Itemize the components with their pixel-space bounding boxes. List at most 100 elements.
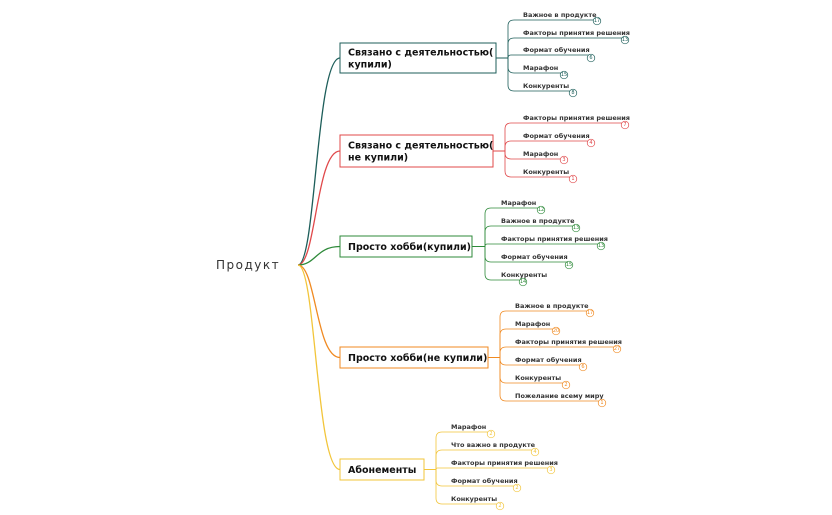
count-badge-label: 3: [549, 467, 552, 473]
leaf-topic-label[interactable]: Факторы принятия решения: [523, 29, 630, 37]
count-badge-label: 1: [600, 400, 603, 406]
count-badge-label: 15: [561, 72, 567, 78]
count-badge-label: 4: [589, 140, 592, 146]
leaf-topic-label[interactable]: Формат обучения: [451, 477, 518, 485]
leaf-topic-label[interactable]: Конкуренты: [451, 495, 497, 503]
leaf-topic-label[interactable]: Факторы принятия решения: [451, 459, 558, 467]
leaf-topic-label[interactable]: Факторы принятия решения: [515, 338, 622, 346]
count-badge: [530, 447, 540, 457]
leaf-connector: [484, 243, 602, 247]
count-badge-label: 13: [598, 243, 604, 249]
leaf-connector: [507, 58, 574, 93]
count-badge: [597, 398, 607, 408]
branch-topic[interactable]: Связано с деятельностью(купили): [339, 42, 497, 74]
count-badge: [612, 344, 622, 354]
leaf-connector: [507, 54, 592, 59]
count-badge-label: 8: [571, 90, 574, 96]
branch-topic-box: [339, 42, 497, 74]
leaf-connector: [504, 151, 574, 179]
branch-topic[interactable]: Связано с деятельностью(не купили): [339, 134, 494, 168]
count-badge-label: 20: [553, 328, 559, 334]
leaf-topic-label[interactable]: Марафон: [515, 320, 550, 328]
leaf-topic-label[interactable]: Формат обучения: [523, 46, 590, 54]
count-badge-label: 13: [573, 225, 579, 231]
count-badge: [586, 53, 596, 63]
branch-connector: [297, 57, 341, 266]
count-badge: [551, 326, 561, 336]
leaf-topic-label[interactable]: Факторы принятия решения: [523, 114, 630, 122]
count-badge: [592, 16, 602, 26]
leaf-topic-label[interactable]: Важное в продукте: [515, 302, 589, 310]
leaf-topic-label[interactable]: Конкуренты: [523, 168, 569, 176]
leaf-connector: [499, 346, 618, 358]
count-badge-label: 6: [581, 364, 584, 370]
branch-topic-label: Связано с деятельностью(: [348, 48, 493, 59]
count-badge: [536, 205, 546, 215]
branch-topic[interactable]: Абонементы: [339, 458, 425, 481]
leaf-topic-label[interactable]: Марафон: [501, 199, 536, 207]
branch-connector: [297, 264, 341, 471]
branch-topic-label: Просто хобби(купили): [348, 242, 471, 253]
count-badge: [559, 70, 569, 80]
leaf-connector: [435, 467, 552, 470]
leaf-topic-label[interactable]: Формат обучения: [523, 132, 590, 140]
topic-nodes: Связано с деятельностью(купили) Важное в …: [339, 11, 630, 511]
leaf-topic-label[interactable]: Конкуренты: [515, 374, 561, 382]
count-badge: [564, 260, 574, 270]
count-badge: [620, 120, 630, 130]
branch-topic-box: [339, 134, 494, 168]
branch-topic-box: [339, 235, 473, 258]
count-badge: [486, 429, 496, 439]
count-badge: [518, 277, 528, 287]
count-badge-label: 15: [566, 262, 572, 268]
leaf-connector: [504, 140, 592, 151]
count-badge: [568, 88, 578, 98]
leaf-topic-label[interactable]: Формат обучения: [515, 356, 582, 364]
leaf-topic-label[interactable]: Конкуренты: [523, 82, 569, 90]
branch-topic-label: Просто хобби(не купили): [348, 353, 487, 364]
leaf-connector: [499, 310, 591, 358]
branch-topic-box: [339, 458, 425, 481]
count-badge: [578, 362, 588, 372]
leaf-topic-label[interactable]: Что важно в продукте: [451, 441, 536, 449]
branch-topic[interactable]: Просто хобби(купили): [339, 235, 473, 258]
leaf-topic-label[interactable]: Важное в продукте: [523, 11, 597, 19]
leaf-topic-label[interactable]: Конкуренты: [501, 271, 547, 279]
leaf-connector: [435, 431, 492, 470]
branch-topic-label: не купили): [348, 153, 408, 164]
count-badge-label: 17: [594, 18, 600, 24]
count-badge-label: 2: [498, 503, 501, 509]
leaf-connector: [484, 246, 524, 282]
leaf-connector: [507, 37, 626, 58]
count-badge-label: 6: [589, 55, 592, 61]
count-badge-label: 1: [571, 176, 574, 182]
count-badge-label: 7: [623, 122, 626, 128]
count-badge: [596, 241, 606, 251]
leaf-connector: [507, 19, 598, 58]
leaf-connector: [499, 357, 603, 403]
leaf-connector: [499, 328, 557, 358]
leaf-topic-label[interactable]: Формат обучения: [501, 253, 568, 261]
root-topic[interactable]: Продукт: [216, 258, 280, 272]
branch-connector: [297, 150, 341, 266]
branch-topic-label: купили): [348, 60, 392, 71]
leaf-topic-label[interactable]: Марафон: [523, 150, 558, 158]
count-badge-label: 2: [515, 485, 518, 491]
count-badge: [568, 174, 578, 184]
count-badge: [546, 465, 556, 475]
count-badge: [495, 501, 505, 511]
connector-lines: [297, 19, 626, 506]
count-badge: [561, 380, 571, 390]
leaf-topic-label[interactable]: Пожелание всему миру: [515, 392, 604, 400]
leaf-connector: [484, 207, 542, 247]
leaf-connector: [435, 449, 536, 470]
count-badge-label: 2: [564, 382, 567, 388]
branch-topic[interactable]: Просто хобби(не купили): [339, 346, 489, 369]
count-badge: [559, 155, 569, 165]
leaf-connector: [484, 225, 577, 247]
leaf-topic-label[interactable]: Важное в продукте: [501, 217, 575, 225]
leaf-topic-label[interactable]: Марафон: [523, 64, 558, 72]
leaf-topic-label[interactable]: Факторы принятия решения: [501, 235, 608, 243]
leaf-topic-label[interactable]: Марафон: [451, 423, 486, 431]
